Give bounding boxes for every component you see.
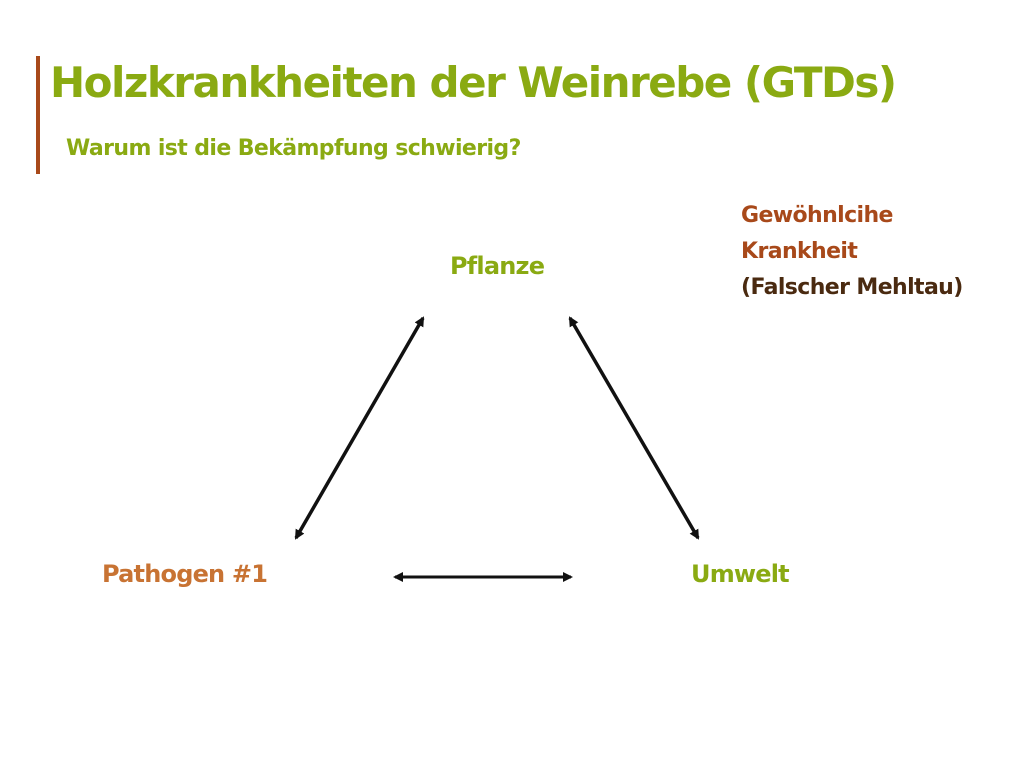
note-line-3: (Falscher Mehltau) — [741, 275, 963, 300]
node-pathogen: Pathogen #1 — [102, 560, 268, 588]
common-disease-note: Gewöhnlcihe Krankheit (Falscher Mehltau) — [741, 198, 963, 306]
title-accent-bar — [36, 56, 40, 174]
slide-subtitle: Warum ist die Bekämpfung schwierig? — [66, 136, 521, 161]
slide-title: Holzkrankheiten der Weinrebe (GTDs) — [50, 58, 897, 107]
arrow-plant-environment — [568, 316, 700, 540]
arrow-plant-pathogen — [294, 316, 425, 540]
node-environment: Umwelt — [691, 560, 790, 588]
note-line-2: Krankheit — [741, 239, 858, 264]
node-plant: Pflanze — [450, 252, 545, 280]
note-line-1: Gewöhnlcihe — [741, 203, 893, 228]
